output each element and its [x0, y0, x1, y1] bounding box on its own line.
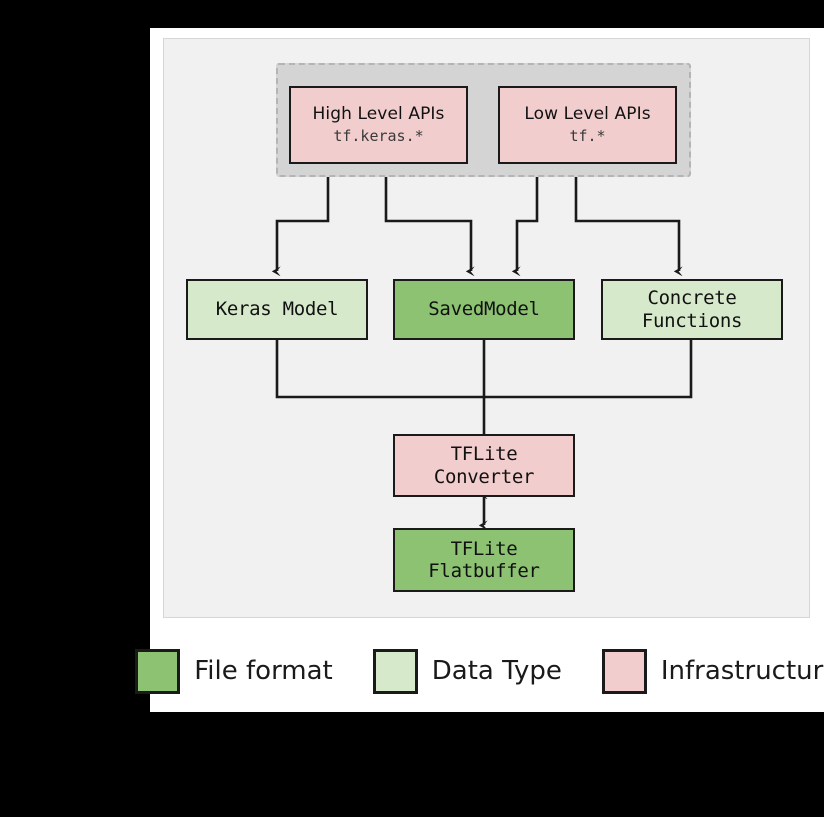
- node-low-level-apis-title: Low Level APIs: [524, 104, 651, 125]
- connector-lines: [164, 164, 693, 619]
- node-tflite-flatbuffer-line2: Flatbuffer: [428, 560, 540, 582]
- legend-label-file-format: File format: [194, 656, 333, 686]
- node-keras-model-title: Keras Model: [215, 298, 339, 321]
- node-concrete-functions-line2: Functions: [641, 309, 743, 332]
- node-tflite-flatbuffer[interactable]: TFLite Flatbuffer: [393, 528, 575, 592]
- node-low-level-apis[interactable]: Low Level APIs tf.*: [498, 86, 677, 164]
- legend: File format Data Type Infrastructure: [135, 630, 824, 712]
- legend-swatch-data-type: [372, 648, 418, 694]
- legend-swatch-file-format: [135, 648, 181, 694]
- node-concrete-functions[interactable]: Concrete Functions: [601, 279, 783, 340]
- node-saved-model[interactable]: SavedModel: [393, 279, 575, 340]
- legend-label-infrastructure: Infrastructure: [660, 656, 824, 686]
- node-concrete-functions-line1: Concrete: [647, 287, 737, 310]
- legend-item-file-format: File format: [135, 648, 333, 694]
- node-high-level-apis[interactable]: High Level APIs tf.keras.*: [289, 86, 468, 164]
- node-high-level-apis-title: High Level APIs: [312, 104, 445, 125]
- node-tflite-flatbuffer-line1: TFLite: [450, 537, 518, 560]
- node-tflite-converter-line1: TFLite: [450, 443, 518, 466]
- legend-label-data-type: Data Type: [431, 656, 562, 686]
- node-high-level-apis-sublabel: tf.keras.*: [333, 127, 424, 146]
- legend-item-infrastructure: Infrastructure: [601, 648, 824, 694]
- node-low-level-apis-sublabel: tf.*: [569, 127, 606, 146]
- node-keras-model[interactable]: Keras Model: [186, 279, 368, 340]
- figure-card: High Level APIs tf.keras.* Low Level API…: [135, 28, 824, 712]
- legend-item-data-type: Data Type: [372, 648, 562, 694]
- diagram-panel: High Level APIs tf.keras.* Low Level API…: [163, 38, 810, 618]
- node-tflite-converter[interactable]: TFLite Converter: [393, 434, 575, 497]
- node-tflite-converter-line2: Converter: [433, 465, 535, 488]
- legend-swatch-infrastructure: [601, 648, 647, 694]
- node-saved-model-title: SavedModel: [428, 298, 540, 321]
